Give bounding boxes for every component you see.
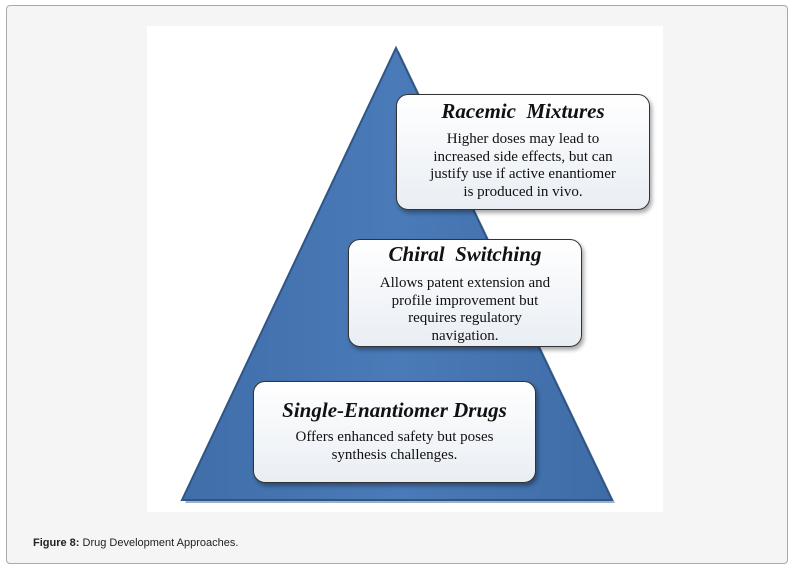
tier-description: Higher doses may lead to increased side … (397, 131, 649, 201)
tier-title: Chiral Switching (388, 242, 542, 266)
caption-label: Figure 8: (33, 537, 80, 549)
tier-racemic-mixtures: Racemic Mixtures Higher doses may lead t… (396, 94, 650, 210)
figure-caption: Figure 8: Drug Development Approaches. (33, 537, 238, 549)
figure-panel: Racemic Mixtures Higher doses may lead t… (6, 5, 788, 564)
tier-text-line: Higher doses may lead to (446, 131, 600, 147)
tier-text-line: increased side effects, but can (433, 148, 613, 165)
tier-single-enantiomer-drugs: Single-Enantiomer Drugs Offers enhanced … (253, 381, 536, 483)
tier-text-line: synthesis challenges. (331, 446, 458, 463)
tier-title: Single-Enantiomer Drugs (282, 398, 507, 422)
tier-description: Offers enhanced safety but poses synthes… (254, 429, 535, 464)
tier-chiral-switching: Chiral Switching Allows patent extension… (348, 239, 582, 347)
tier-text-line: Allows patent extension and (379, 275, 551, 291)
tier-description: Allows patent extension and profile impr… (349, 275, 581, 345)
tier-text-line: Offers enhanced safety but poses (295, 429, 494, 445)
tier-text-line: requires regulatory (408, 310, 522, 326)
tier-title: Racemic Mixtures (441, 99, 605, 123)
tier-text-line: is produced in vivo. (463, 183, 583, 200)
tier-text-line: profile improvement but (391, 292, 539, 309)
tier-text-line: navigation. (431, 327, 499, 344)
tier-text-line: justify use if active enantiomer (430, 166, 616, 182)
pyramid-diagram: Racemic Mixtures Higher doses may lead t… (147, 26, 663, 512)
caption-text: Drug Development Approaches. (79, 537, 239, 549)
